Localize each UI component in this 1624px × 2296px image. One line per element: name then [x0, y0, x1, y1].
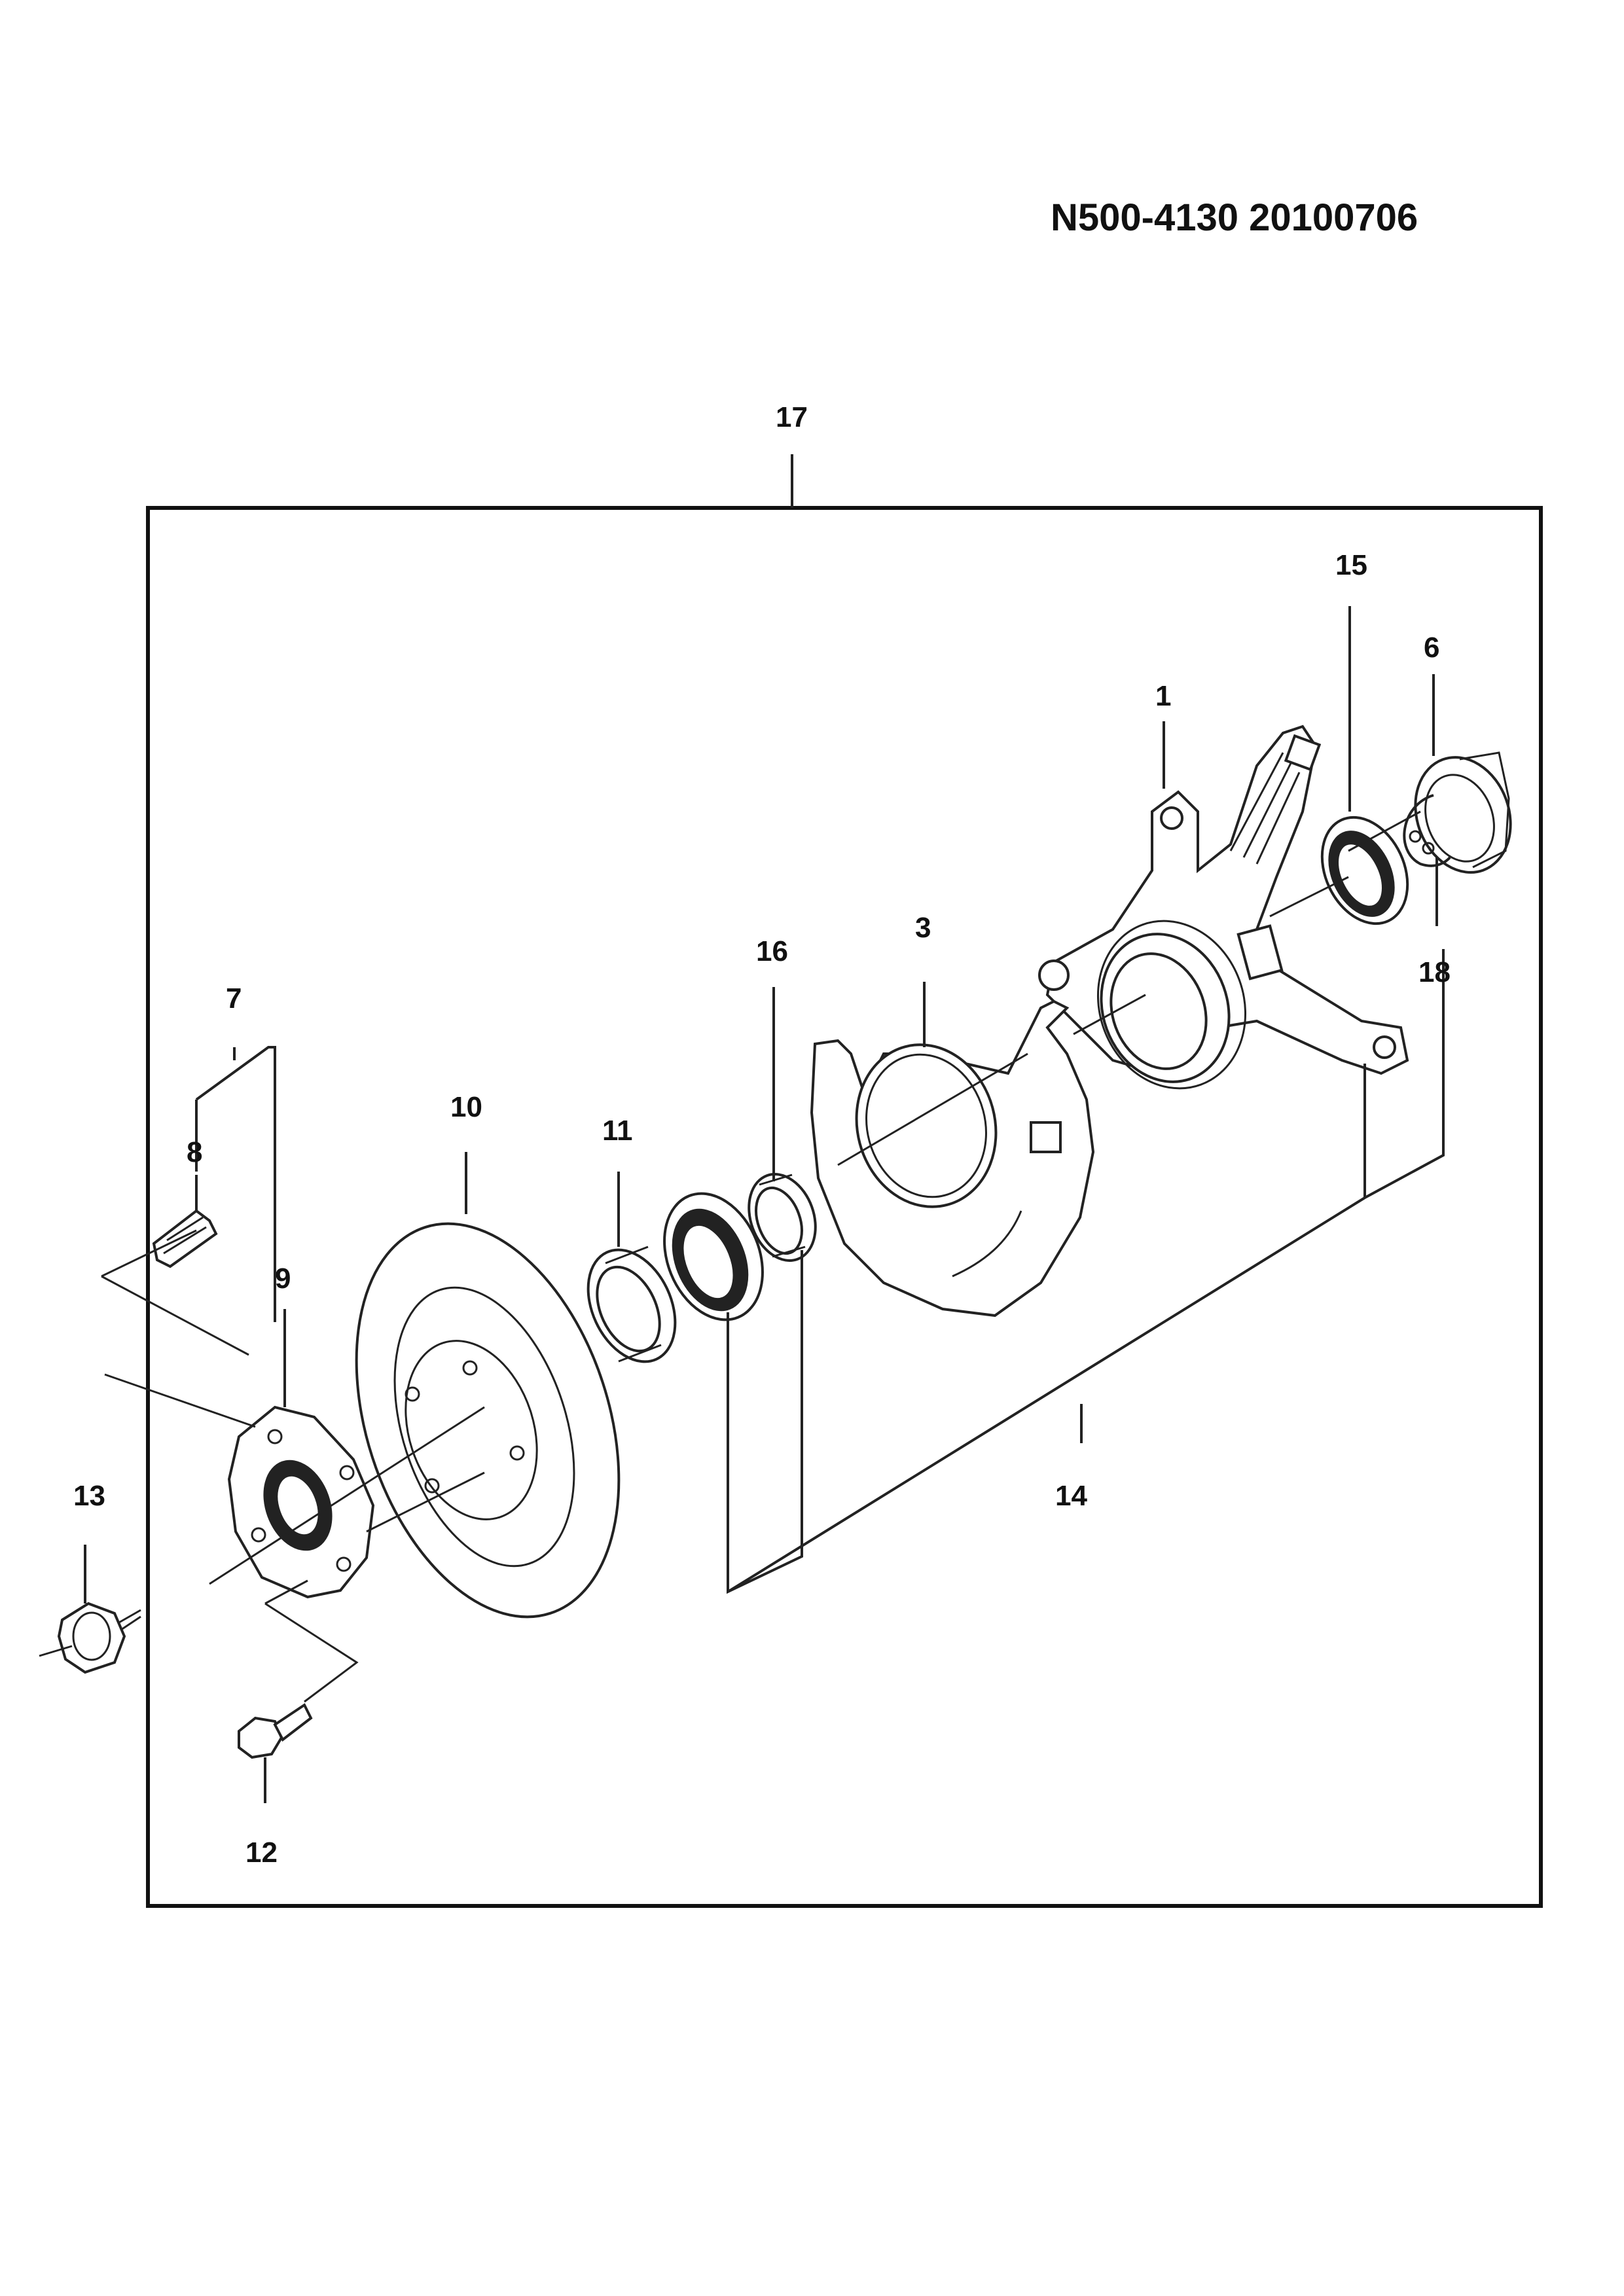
- callout-6: 6: [1424, 632, 1439, 664]
- hub-nut-13: [39, 1602, 141, 1674]
- callout-17: 17: [776, 401, 808, 433]
- hub-bearing-6: [1414, 751, 1512, 874]
- callout-10: 10: [450, 1091, 482, 1123]
- callout-8: 8: [187, 1136, 202, 1168]
- callout-11: 11: [602, 1115, 633, 1147]
- callout-15: 15: [1335, 549, 1367, 581]
- outer-bearing-14: [663, 1192, 764, 1321]
- callout-9: 9: [275, 1263, 291, 1295]
- brake-disc: [355, 1222, 621, 1619]
- screw-12: [238, 1703, 313, 1759]
- leader-7: [195, 1046, 276, 1322]
- wheel-bolt-8: [152, 1209, 218, 1268]
- leader-14: [727, 949, 1445, 1594]
- callout-1: 1: [1155, 680, 1171, 712]
- assembly-frame: [146, 506, 1543, 1908]
- dust-shield: [810, 999, 1095, 1318]
- wheel-hub: [227, 1405, 375, 1599]
- inner-bearing-11: [586, 1246, 677, 1363]
- bearing-seal-15: [1320, 816, 1409, 925]
- callout-12: 12: [245, 1837, 278, 1869]
- snap-ring-18: [1403, 794, 1451, 867]
- callout-3: 3: [915, 912, 931, 944]
- callout-14: 14: [1055, 1480, 1087, 1512]
- axis-lines: [101, 810, 1421, 1703]
- inner-race-16: [748, 1173, 817, 1262]
- callout-7: 7: [226, 982, 242, 1014]
- callout-16: 16: [756, 935, 788, 967]
- steering-knuckle: [1038, 725, 1409, 1090]
- callout-labels: 17 15 6 1 3 16 18 7 10 11 8 9 13 14 12: [73, 401, 1451, 1869]
- drawing-code: N500-4130 20100706: [1051, 196, 1418, 239]
- callout-18: 18: [1418, 956, 1451, 988]
- callout-13: 13: [73, 1480, 105, 1512]
